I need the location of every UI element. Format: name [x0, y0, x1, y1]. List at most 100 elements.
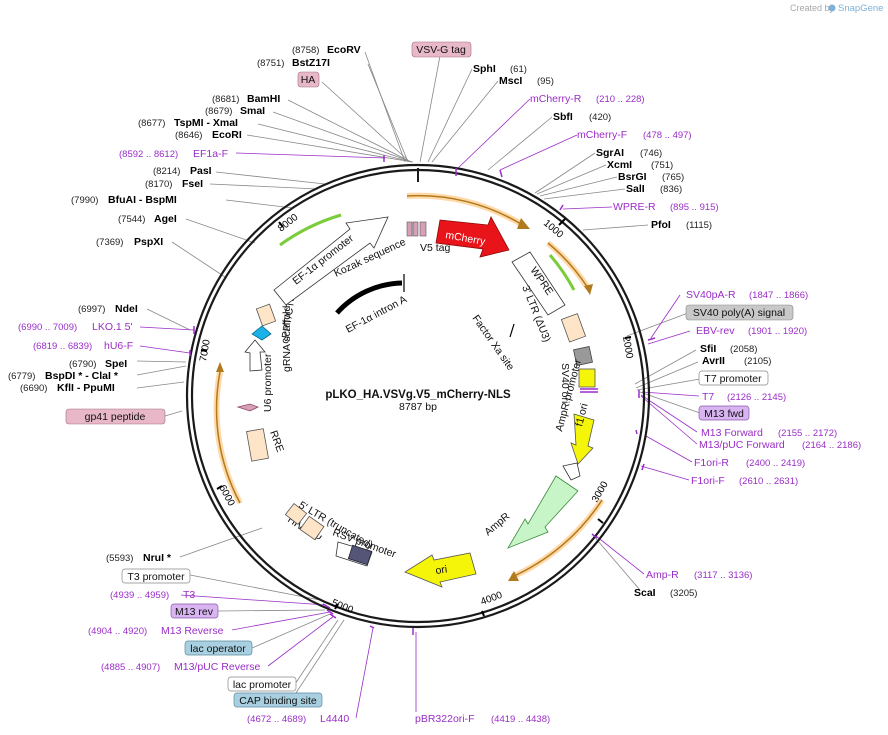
feature-label-Factor-Xa: Factor Xa site — [470, 313, 517, 373]
feature-box[interactable] — [698, 370, 769, 386]
site-name[interactable]: XcmI — [607, 159, 632, 171]
site-name[interactable]: FseI — [182, 178, 203, 190]
primer-site-ticks — [189, 155, 656, 635]
primer-name[interactable]: M13 Forward — [701, 427, 763, 439]
site-name[interactable]: AgeI — [154, 213, 177, 225]
site-name[interactable]: MscI — [499, 75, 522, 87]
site-name[interactable]: SgrAI — [596, 147, 624, 159]
primer-num: (4904 .. 4920) — [88, 626, 147, 637]
primer-name[interactable]: T3 — [183, 589, 195, 601]
feature-box[interactable] — [698, 405, 750, 421]
site-name[interactable]: NruI * — [143, 552, 172, 564]
site-name[interactable]: TspMI - XmaI — [174, 117, 238, 129]
primer-name[interactable]: M13 Reverse — [161, 625, 224, 637]
site-num: (8681) — [212, 94, 239, 105]
primer-name[interactable]: LKO.1 5' — [92, 321, 133, 333]
brand-created-by: Created by — [790, 3, 835, 13]
snapgene-logo-icon — [828, 4, 836, 12]
primer-name[interactable]: mCherry-F — [577, 129, 627, 141]
primer-name[interactable]: EBV-rev — [696, 325, 735, 337]
site-num: (6779) — [8, 371, 35, 382]
primer-name[interactable]: F1ori-R — [694, 457, 729, 469]
site-name[interactable]: SbfI — [553, 111, 573, 123]
orf-arrow-head — [216, 362, 224, 372]
primer-num: (8592 .. 8612) — [119, 149, 178, 160]
primer-name[interactable]: EF1a-F — [193, 148, 228, 160]
site-name[interactable]: AvrII — [702, 355, 725, 367]
feature-box[interactable] — [184, 640, 253, 656]
tick-label-2000: 2000 — [620, 336, 635, 360]
feature-box[interactable] — [170, 603, 219, 619]
site-name[interactable]: NdeI — [115, 303, 138, 315]
feature-EF-1a-intron-A — [335, 280, 403, 315]
feature-box-label: T7 promoter — [704, 373, 762, 385]
feature-WPRE — [511, 251, 566, 316]
feature-box[interactable] — [685, 304, 794, 321]
site-name[interactable]: SphI — [473, 63, 496, 75]
site-name[interactable]: BstZ17I — [292, 57, 330, 69]
site-name[interactable]: EcoRI — [212, 129, 242, 141]
primer-num: (3117 .. 3136) — [694, 570, 752, 581]
primer-name[interactable]: T7 — [702, 391, 714, 403]
feature-box-label: SV40 poly(A) signal — [693, 307, 785, 319]
site-name[interactable]: SfiI — [700, 343, 716, 355]
site-name[interactable]: SalI — [626, 183, 645, 195]
primer-name[interactable]: M13/pUC Reverse — [174, 661, 261, 673]
primer-name[interactable]: hU6-F — [104, 340, 133, 352]
orf-arrow-head — [517, 218, 530, 229]
site-name[interactable]: SpeI — [105, 358, 127, 370]
site-name[interactable]: EcoRV — [327, 44, 361, 56]
feature-box-label: M13 fwd — [704, 408, 744, 420]
primer-name[interactable]: Amp-R — [646, 569, 679, 581]
site-num: (3205) — [670, 588, 697, 599]
site-name[interactable]: KflI - PpuMI — [57, 382, 115, 394]
feature-label-gRNA-scaffold: gRNA scaffold — [281, 305, 293, 372]
site-num: (7369) — [96, 237, 123, 248]
feature-box[interactable] — [227, 676, 297, 692]
feature-box-label: T3 promoter — [127, 571, 185, 583]
feature-box[interactable] — [65, 408, 166, 425]
site-name[interactable]: PspXI — [134, 236, 163, 248]
primer-num: (4672 .. 4689) — [247, 714, 306, 725]
right-labels: VSV-G tag SphI (61) MscI (95) mCherry-R … — [411, 41, 861, 725]
site-num: (8646) — [175, 130, 202, 141]
site-num: (751) — [651, 160, 673, 171]
primer-name[interactable]: WPRE-R — [613, 201, 656, 213]
site-name[interactable]: BfuAI - BspMI — [108, 194, 177, 206]
primer-num: (2164 .. 2186) — [802, 440, 861, 451]
feature-HA-tag — [406, 221, 413, 237]
primer-num: (895 .. 915) — [670, 202, 719, 213]
primer-name[interactable]: SV40pA-R — [686, 289, 736, 301]
primer-name[interactable]: F1ori-F — [691, 475, 725, 487]
feature-box[interactable] — [297, 71, 320, 88]
feature-SV40-polyA-box — [573, 346, 593, 366]
feature-label-U6-promoter: U6 promoter — [262, 353, 274, 412]
primer-name[interactable]: pBR322ori-F — [415, 713, 475, 725]
site-name[interactable]: PfoI — [651, 219, 671, 231]
feature-label-AmpR: AmpR — [482, 510, 512, 538]
feature-EF-1a-promoter — [273, 216, 389, 306]
site-num: (8677) — [138, 118, 165, 129]
primer-name[interactable]: mCherry-R — [530, 93, 582, 105]
site-name[interactable]: BamHI — [247, 93, 280, 105]
feature-gRNA-scaffold — [251, 325, 272, 341]
site-num: (95) — [537, 76, 554, 87]
primer-name[interactable]: M13/pUC Forward — [699, 439, 785, 451]
site-num: (6997) — [78, 304, 105, 315]
primer-num: (6819 .. 6839) — [33, 341, 92, 352]
feature-box[interactable] — [233, 692, 323, 708]
feature-box-label: VSV-G tag — [416, 44, 466, 56]
site-name[interactable]: PasI — [190, 165, 212, 177]
feature-SV40-ori-box — [578, 368, 596, 388]
site-name[interactable]: ScaI — [634, 587, 656, 599]
site-num: (1115) — [686, 220, 712, 231]
site-name[interactable]: BsrGI — [618, 171, 647, 183]
primer-name[interactable]: L4440 — [320, 713, 349, 725]
site-name[interactable]: SmaI — [240, 105, 265, 117]
feature-box[interactable] — [121, 568, 191, 584]
orf-arrow-head — [508, 571, 519, 581]
site-name[interactable]: BspDI * - ClaI * — [45, 370, 119, 382]
feature-box[interactable] — [411, 41, 472, 58]
feature-cPPT-CTS-box — [255, 303, 277, 327]
